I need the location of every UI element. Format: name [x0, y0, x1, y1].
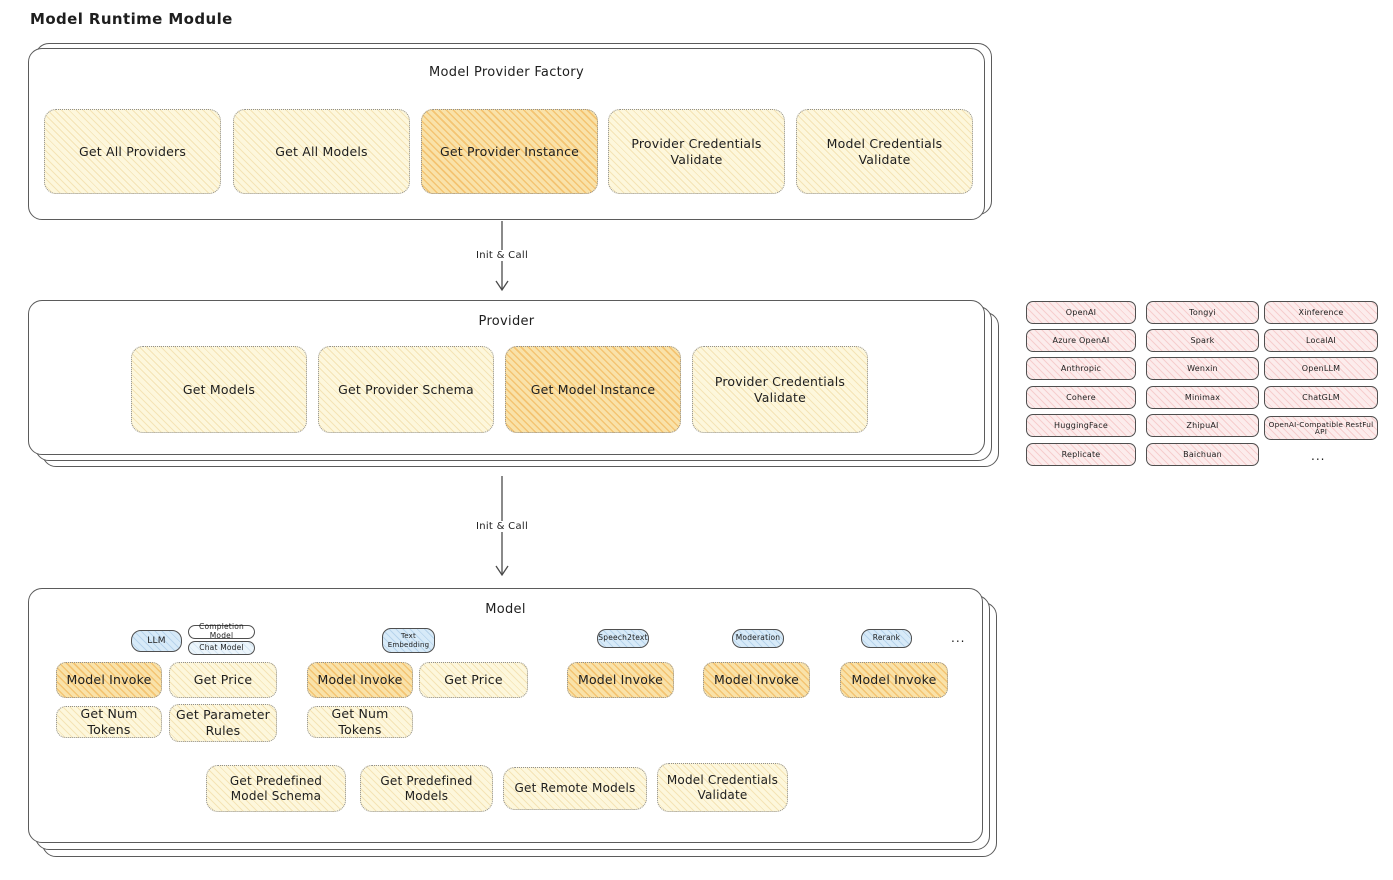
tab-completion-model: Completion Model	[188, 623, 255, 640]
provider-item-tongyi: Tongyi	[1146, 301, 1259, 324]
moderation-model-invoke: Model Invoke	[703, 662, 810, 698]
provider-item-localai: LocalAI	[1264, 329, 1378, 352]
provider-item-xinference: Xinference	[1264, 301, 1378, 324]
llm-get-price: Get Price	[169, 662, 277, 698]
provider-item-zhipuai: ZhipuAI	[1146, 414, 1259, 437]
llm-get-parameter-rules: Get Parameter Rules	[169, 704, 277, 742]
provider-box-get-model-instance: Get Model Instance	[505, 346, 681, 433]
provider-container: Provider Get Models Get Provider Schema …	[28, 300, 985, 455]
provider-item-anthropic: Anthropic	[1026, 357, 1136, 380]
model-container: Model LLM Completion Model Chat Model Te…	[28, 588, 983, 843]
rerank-model-invoke: Model Invoke	[840, 662, 948, 698]
embedding-get-num-tokens: Get Num Tokens	[307, 706, 413, 738]
provider-box-get-provider-schema: Get Provider Schema	[318, 346, 494, 433]
providers-grid: OpenAI Azure OpenAI Anthropic Cohere Hug…	[1026, 301, 1378, 471]
tab-speech2text: Speech2text	[597, 629, 649, 648]
providers-more-ellipsis: ...	[1311, 449, 1326, 463]
provider-title: Provider	[478, 314, 535, 329]
speech-model-invoke: Model Invoke	[567, 662, 674, 698]
provider-item-openai: OpenAI	[1026, 301, 1136, 324]
provider-item-minimax: Minimax	[1146, 386, 1259, 409]
model-title: Model	[485, 602, 526, 617]
provider-item-baichuan: Baichuan	[1146, 443, 1259, 466]
factory-container: Model Provider Factory Get All Providers…	[28, 48, 985, 220]
provider-item-huggingface: HuggingFace	[1026, 414, 1136, 437]
provider-item-openai-compatible: OpenAI-Compatible RestFul API	[1264, 416, 1378, 440]
shared-get-predefined-model-schema: Get Predefined Model Schema	[206, 765, 346, 812]
shared-model-credentials-validate: Model Credentials Validate	[657, 763, 788, 812]
tabs-more-ellipsis: ...	[951, 631, 966, 645]
factory-box-get-provider-instance: Get Provider Instance	[421, 109, 598, 194]
tab-text-embedding: Text Embedding	[382, 628, 435, 653]
llm-get-num-tokens: Get Num Tokens	[56, 706, 162, 738]
embedding-model-invoke: Model Invoke	[307, 662, 413, 698]
init-call-label-1: Init & Call	[471, 250, 533, 261]
factory-box-get-all-models: Get All Models	[233, 109, 410, 194]
provider-item-cohere: Cohere	[1026, 386, 1136, 409]
provider-item-openllm: OpenLLM	[1264, 357, 1378, 380]
factory-title: Model Provider Factory	[429, 65, 584, 80]
provider-box-get-models: Get Models	[131, 346, 307, 433]
tab-rerank: Rerank	[861, 629, 912, 648]
shared-get-remote-models: Get Remote Models	[503, 767, 647, 810]
init-call-label-2: Init & Call	[471, 521, 533, 532]
provider-item-spark: Spark	[1146, 329, 1259, 352]
shared-get-predefined-models: Get Predefined Models	[360, 765, 493, 812]
llm-model-invoke: Model Invoke	[56, 662, 162, 698]
provider-item-replicate: Replicate	[1026, 443, 1136, 466]
provider-item-wenxin: Wenxin	[1146, 357, 1259, 380]
factory-box-get-all-providers: Get All Providers	[44, 109, 221, 194]
tab-chat-model: Chat Model	[188, 641, 255, 655]
page-title: Model Runtime Module	[30, 10, 233, 28]
embedding-get-price: Get Price	[419, 662, 528, 698]
provider-box-provider-credentials-validate: Provider Credentials Validate	[692, 346, 868, 433]
factory-box-provider-credentials-validate: Provider Credentials Validate	[608, 109, 785, 194]
tab-moderation: Moderation	[732, 629, 784, 648]
factory-box-model-credentials-validate: Model Credentials Validate	[796, 109, 973, 194]
provider-item-chatglm: ChatGLM	[1264, 386, 1378, 409]
tab-llm: LLM	[131, 630, 182, 652]
provider-item-azure-openai: Azure OpenAI	[1026, 329, 1136, 352]
